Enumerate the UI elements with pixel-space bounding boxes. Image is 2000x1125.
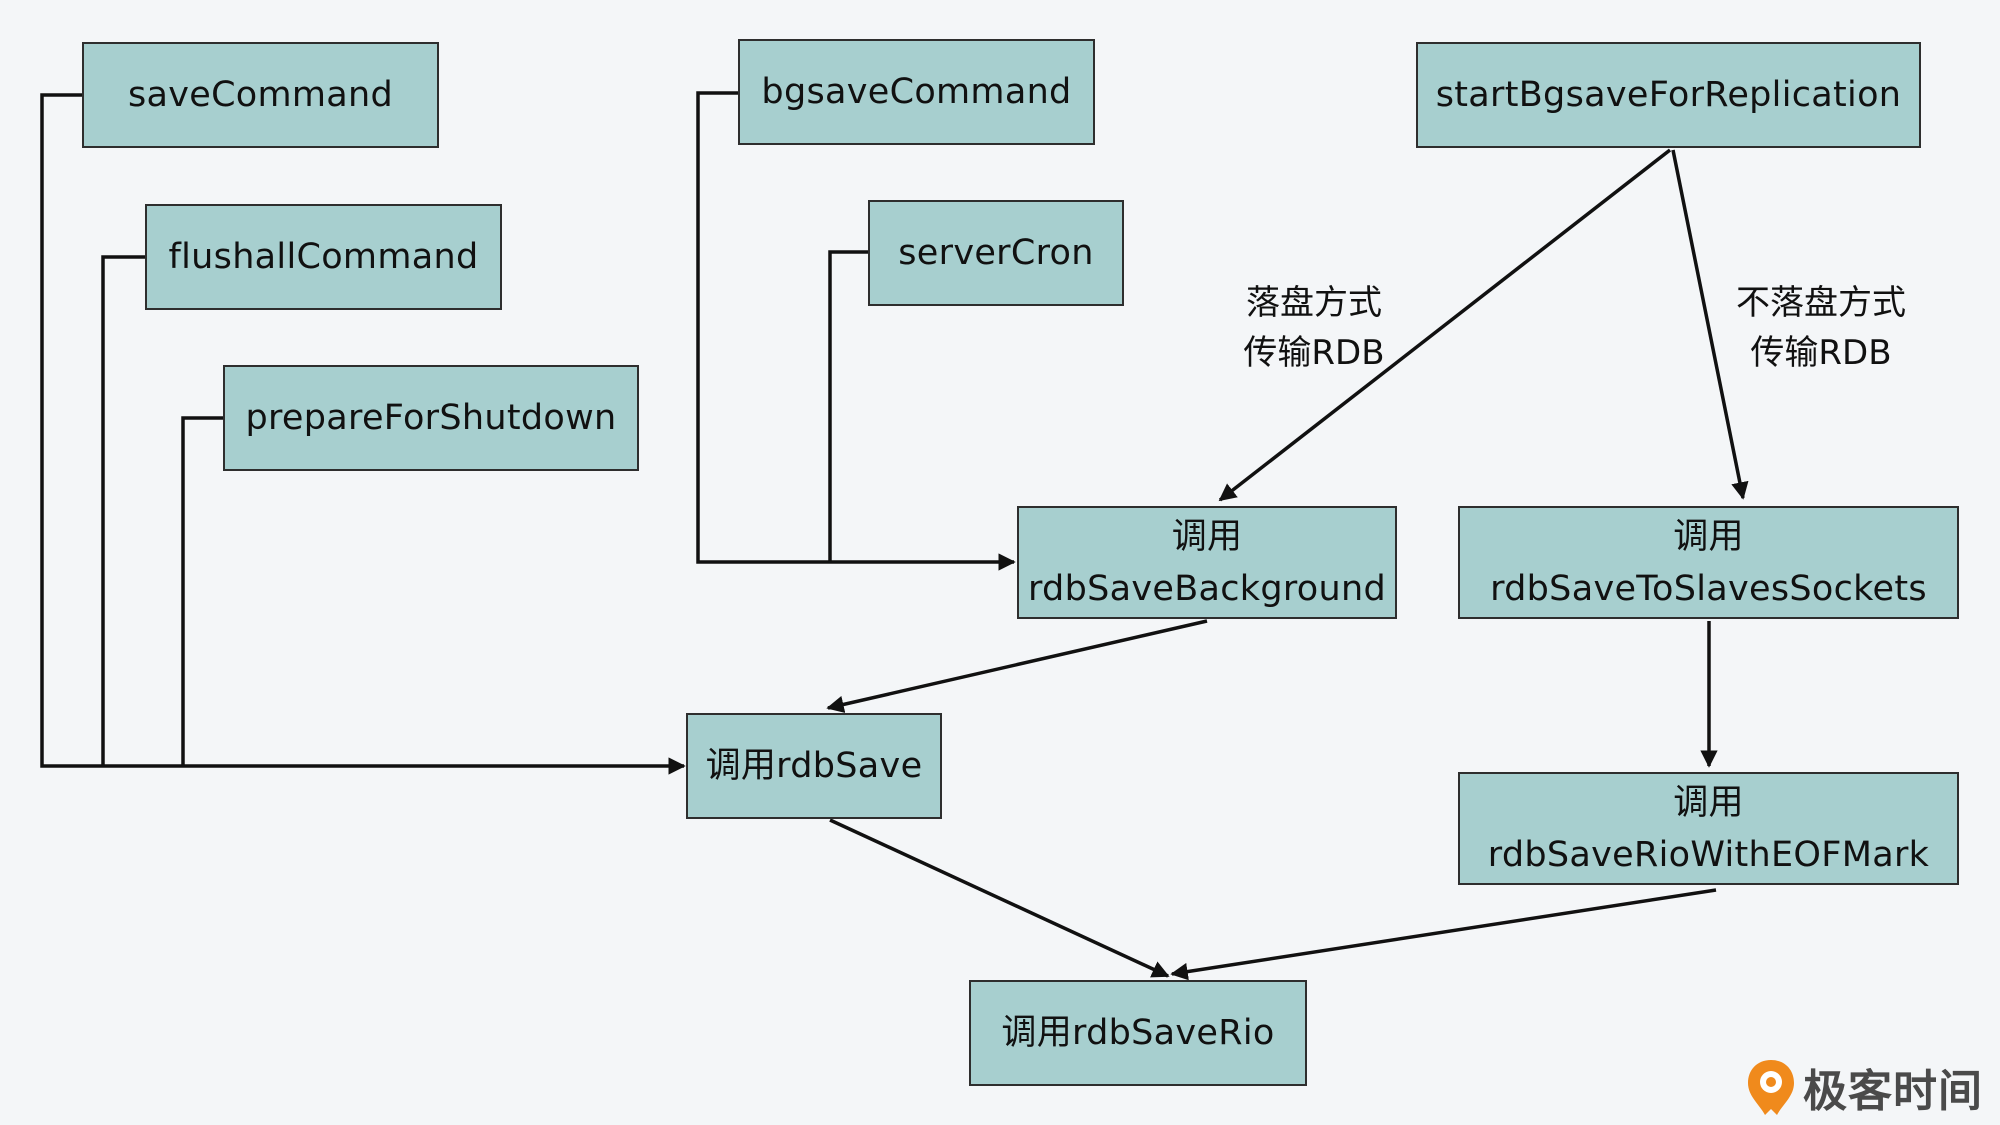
- node-startbgsaveforreplication: startBgsaveForReplication: [1416, 42, 1921, 148]
- connector-prepareforshutdown-to-rdbsave: [181, 416, 223, 766]
- connector-savecommand-to-rdbsave: [40, 93, 686, 775]
- edge-label-diskless-line2: 传输RDB: [1750, 333, 1892, 373]
- node-rdbsaveriowitheofmark-line2: rdbSaveRioWithEOFMark: [1487, 834, 1930, 875]
- connector-bgsavecommand-to-rdbsavebackground: [696, 91, 1016, 571]
- node-flushallcommand: flushallCommand: [145, 204, 502, 310]
- node-bgsavecommand: bgsaveCommand: [738, 39, 1095, 145]
- edge-label-diskless-line1: 不落盘方式: [1736, 283, 1906, 323]
- node-rdbsavetoslavessockets-line2: rdbSaveToSlavesSockets: [1490, 568, 1927, 609]
- connector-servercron-to-rdbsavebackground: [828, 250, 868, 562]
- connector-rdbsave-to-rdbsaverio: [829, 818, 1170, 978]
- node-rdbsaveriowitheofmark-line1: 调用: [1673, 782, 1744, 823]
- brand-watermark: 极客时间: [1745, 1055, 1983, 1119]
- edge-label-disk-line2: 传输RDB: [1243, 333, 1385, 373]
- connector-flushallcommand-to-rdbsave: [101, 255, 145, 766]
- node-prepareforshutdown: prepareForShutdown: [223, 365, 639, 471]
- geektime-logo-icon: [1748, 1060, 1794, 1115]
- connector-eofmark-to-rdbsaverio: [1170, 888, 1717, 981]
- node-rdbsavebackground: 调用 rdbSaveBackground: [1017, 506, 1397, 619]
- connector-startbgsave-to-rdbsavebackground: [1218, 148, 1672, 502]
- brand-name: 极客时间: [1803, 1066, 1983, 1117]
- node-savecommand: saveCommand: [82, 42, 439, 148]
- node-servercron: serverCron: [868, 200, 1124, 306]
- edge-label-disk-transfer: 落盘方式 传输RDB: [1238, 278, 1390, 378]
- node-rdbsavebackground-line2: rdbSaveBackground: [1027, 568, 1387, 609]
- connector-startbgsave-to-rdbsavetoslavessockets: [1671, 149, 1749, 500]
- node-rdbsaveriowitheofmark: 调用 rdbSaveRioWithEOFMark: [1458, 772, 1959, 885]
- node-rdbsavebackground-line1: 调用: [1171, 516, 1243, 557]
- edge-label-diskless-transfer: 不落盘方式 传输RDB: [1728, 278, 1914, 378]
- edge-label-disk-line1: 落盘方式: [1246, 283, 1382, 323]
- node-rdbsavetoslavessockets-line1: 调用: [1673, 516, 1744, 557]
- node-rdbsaverio: 调用rdbSaveRio: [969, 980, 1307, 1086]
- node-rdbsave: 调用rdbSave: [686, 713, 942, 819]
- connector-rdbsavebackground-to-rdbsave: [826, 619, 1208, 714]
- node-rdbsavetoslavessockets: 调用 rdbSaveToSlavesSockets: [1458, 506, 1959, 619]
